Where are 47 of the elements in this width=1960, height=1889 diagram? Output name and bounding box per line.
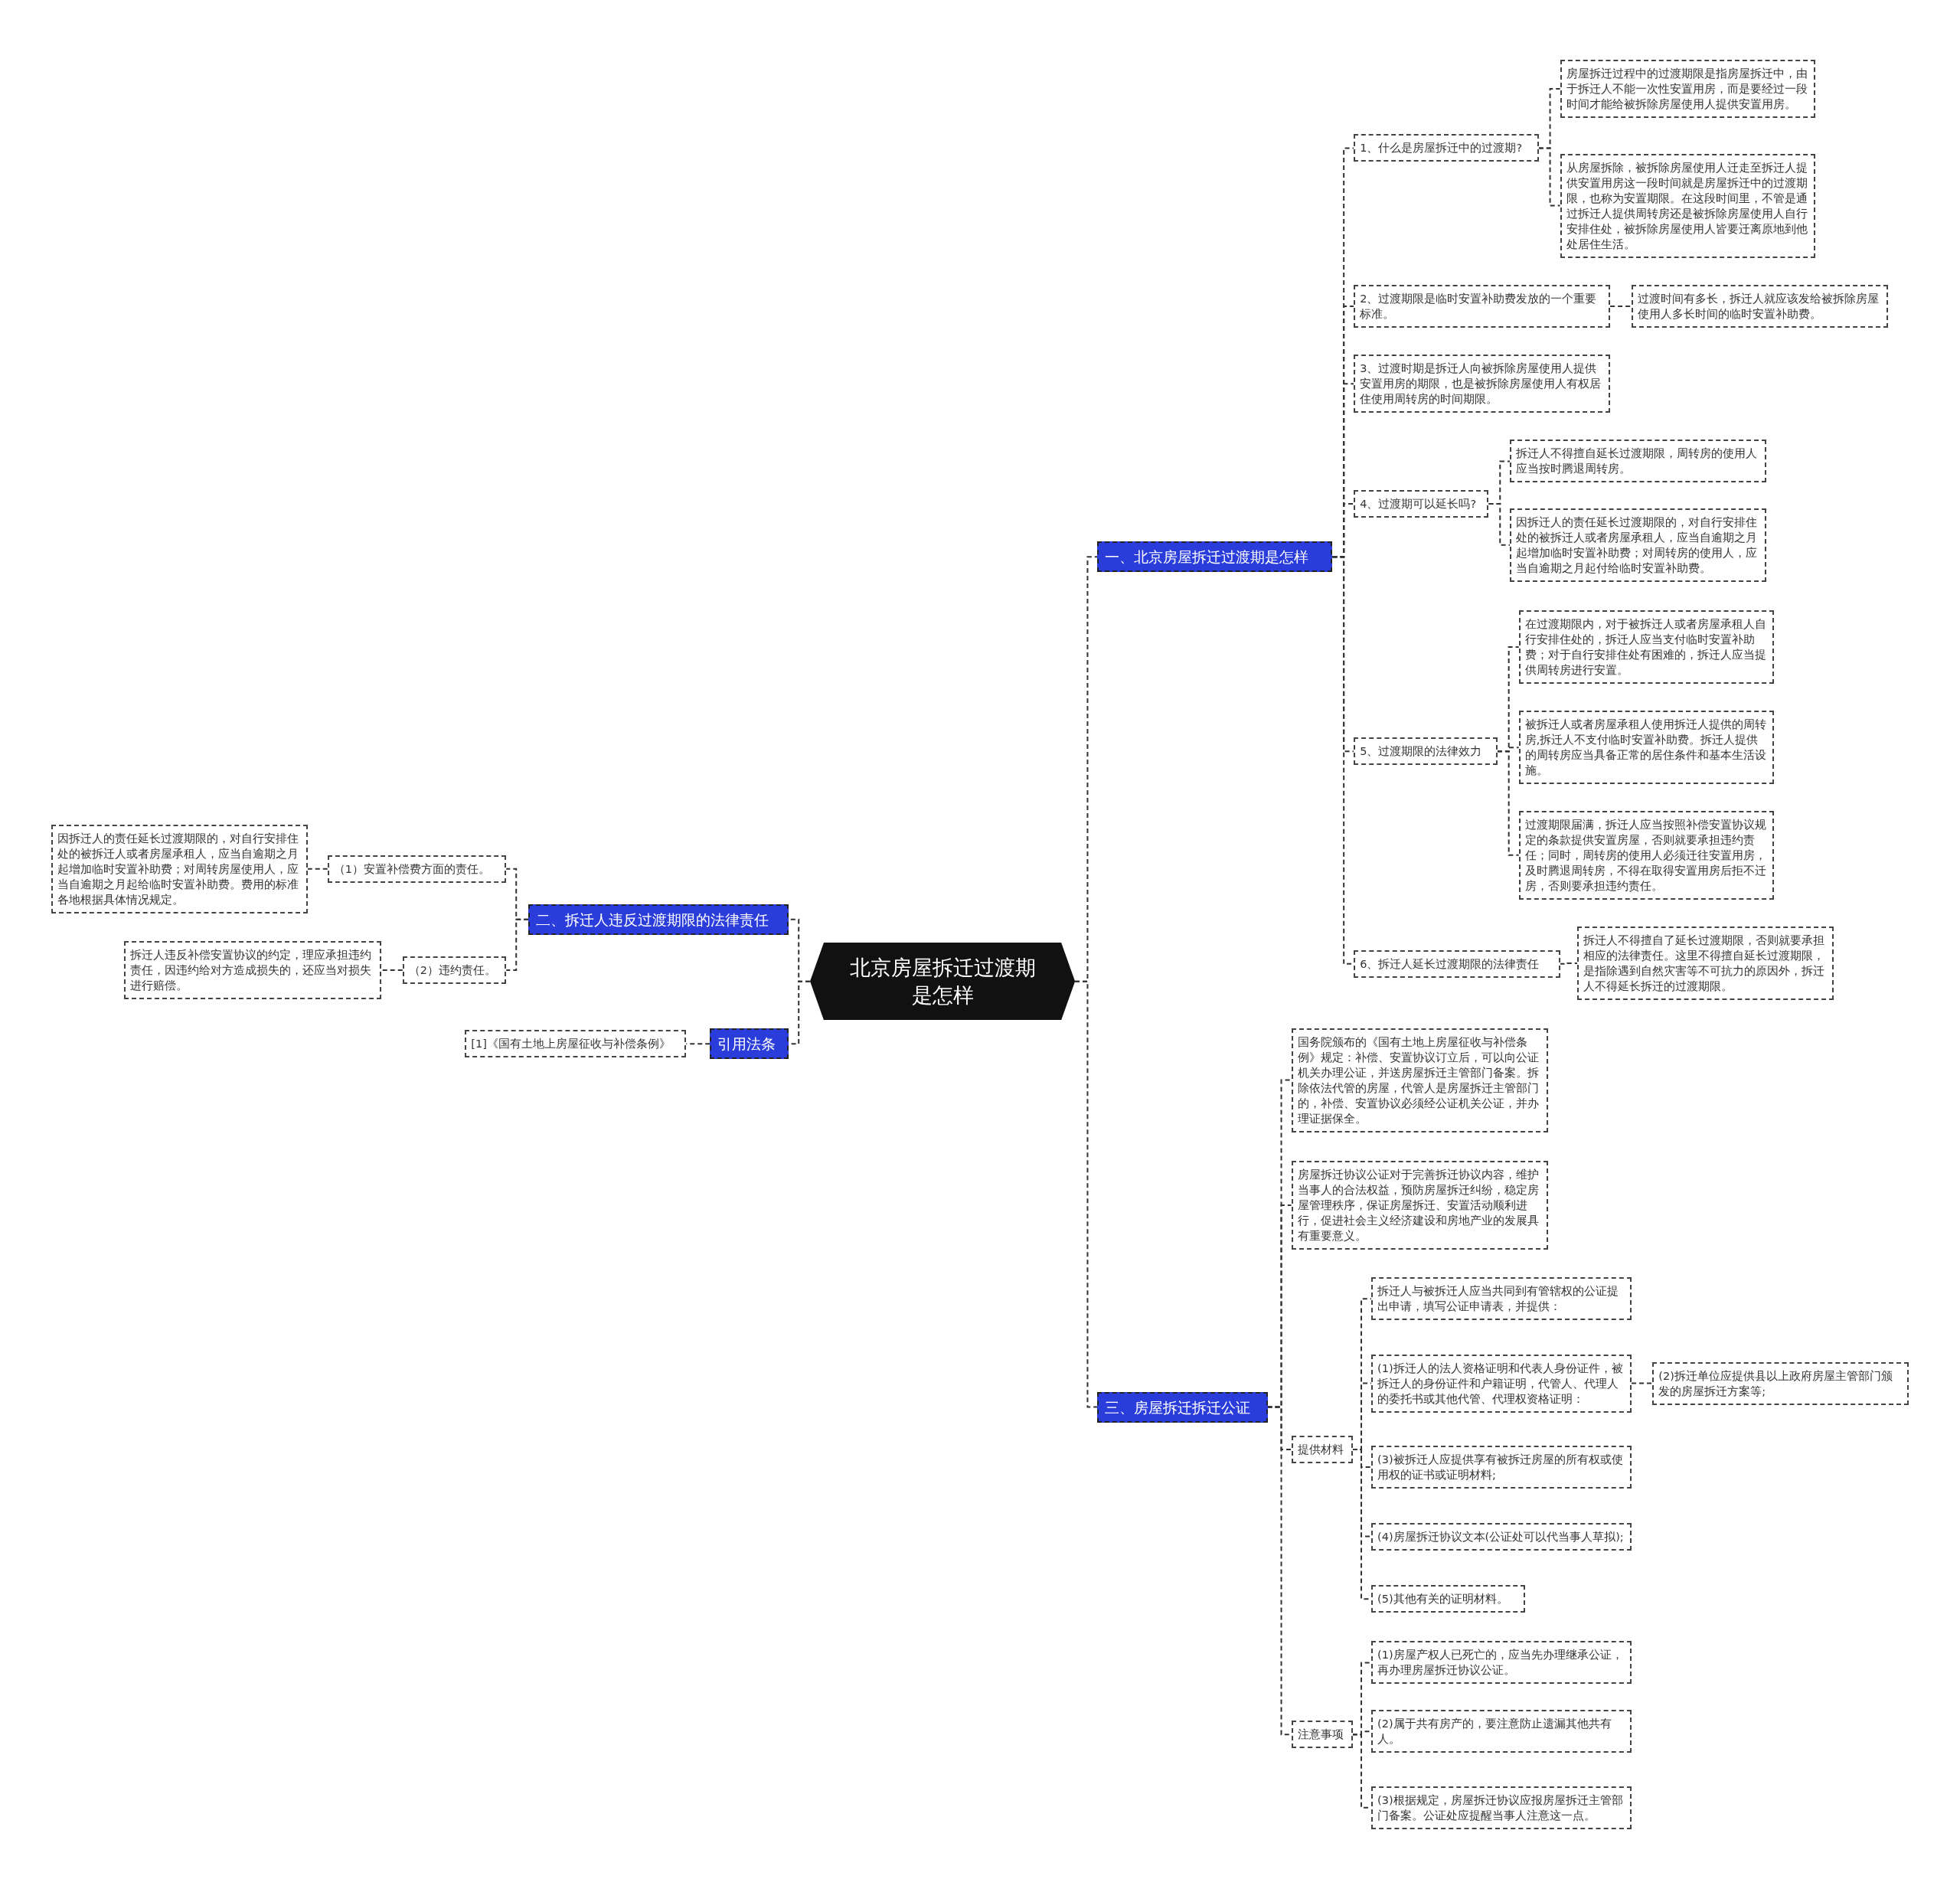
note-box: 6、拆迁人延长过渡期限的法律责任 xyxy=(1354,949,1560,978)
note-box: 拆迁人不得擅自延长过渡期限，周转房的使用人应当按时腾退周转房。 xyxy=(1510,440,1767,483)
note-box: 2、过渡期限是临时安置补助费发放的一个重要标准。 xyxy=(1354,285,1611,328)
note-box: 5、过渡期限的法律效力 xyxy=(1354,737,1498,766)
note-box: (1)拆迁人的法人资格证明和代表人身份证件，被拆迁人的身份证件和户籍证明，代管人、代理人的委托书或其他代管、代理权资格证明： xyxy=(1371,1354,1632,1413)
connector xyxy=(505,918,530,971)
note-box: (3)被拆迁人应提供享有被拆迁房屋的所有权或使用权的证书或证明材料; xyxy=(1371,1445,1632,1489)
note-box: 从房屋拆除，被拆除房屋使用人迁走至拆迁人提供安置用房这一段时间就是房屋拆迁中的过渡期限，也称为安置期限。在这段时间里，不管是通过拆迁人提供周转房还是被拆除房屋使用人自行安排住处，被拆除房屋使用人皆要迁离原地到他处居住生活。 xyxy=(1560,153,1815,258)
note-box: 3、过渡时期是拆迁人向被拆除房屋使用人提供安置用房的期限，也是被拆除房屋使用人有权居住使用周转房的时间期限。 xyxy=(1354,355,1611,413)
branch-topic: 引用法条 xyxy=(710,1028,789,1060)
connector xyxy=(1609,306,1632,307)
note-box: 过渡期限届满，拆迁人应当按照补偿安置协议规定的条款提供安置房屋，否则就要承担违约责任；同时，周转房的使用人必须迁往安置用房，及时腾退周转房，不得在取得安置用房后拒不迁房，否则要承担违约责任。 xyxy=(1518,810,1774,900)
note-box: (3)根据规定，房屋拆迁协议应报房屋拆迁主管部门备案。公证处应提醒当事人注意这一点。 xyxy=(1371,1786,1632,1829)
note-box: 拆迁人不得擅自了延长过渡期限，否则就要承担相应的法律责任。这里不得擅自延长过渡期限，是指除遇到自然灾害等不可抗力的原因外，拆迁人不得延长拆迁的过渡期限。 xyxy=(1577,926,1834,1000)
note-box: [1]《国有土地上房屋征收与补偿条例》 xyxy=(465,1030,687,1058)
central-topic: 北京房屋拆迁过渡期是怎样 xyxy=(809,943,1076,1021)
connector xyxy=(1074,980,1099,1408)
note-box: （2）违约责任。 xyxy=(402,956,507,984)
note-box: 提供材料 xyxy=(1291,1436,1353,1464)
branch-topic: 三、房屋拆迁拆迁公证 xyxy=(1097,1391,1268,1423)
connector xyxy=(1631,1382,1654,1384)
connector xyxy=(1488,502,1511,546)
note-box: 拆迁人违反补偿安置协议的约定，理应承担违约责任，因违约给对方造成损失的，还应当对损失进行赔偿。 xyxy=(123,940,381,999)
note-box: 1、什么是房屋拆迁中的过渡期? xyxy=(1354,134,1539,162)
note-box: 因拆迁人的责任延长过渡期限的，对自行安排住处的被拆迁人或者房屋承租人，应当自逾期之月起增加临时安置补助费；对周转房的使用人，应当自逾期之月起付给临时安置补助费。 xyxy=(1510,508,1767,582)
note-box: （1）安置补偿费方面的责任。 xyxy=(327,855,507,883)
connector xyxy=(1496,750,1520,856)
note-box: (5)其他有关的证明材料。 xyxy=(1371,1585,1525,1613)
connector xyxy=(306,868,328,870)
note-box: 房屋拆迁协议公证对于完善拆迁协议内容，维护当事人的合法权益，预防房屋拆迁纠纷，稳定房屋管理秩序，保证房屋拆迁、安置活动顺利进行，促进社会主义经济建设和房地产业的发展具有重要意义。 xyxy=(1291,1160,1548,1250)
connector xyxy=(1559,962,1579,965)
branch-topic: 一、北京房屋拆迁过渡期是怎样 xyxy=(1097,541,1333,573)
note-box: (1)房屋产权人已死亡的，应当先办理继承公证，再办理房屋拆迁协议公证。 xyxy=(1371,1641,1632,1685)
note-box: 被拆迁人或者房屋承租人使用拆迁人提供的周转房,拆迁人不支付临时安置补助费。拆迁人提供的周转房应当具备正常的居住条件和基本生活设施。 xyxy=(1518,711,1774,785)
note-box: 房屋拆迁过程中的过渡期限是指房屋拆迁中，由于拆迁人不能一次性安置用房，而是要经过一段时间才能给被拆除房屋使用人提供安置用房。 xyxy=(1560,59,1815,118)
note-box: (4)房屋拆迁协议文本(公证处可以代当事人草拟); xyxy=(1371,1522,1632,1551)
note-box: 因拆迁人的责任延长过渡期限的，对自行安排住处的被拆迁人或者房屋承租人，应当自逾期之月起增加临时安置补助费；对周转房屋使用人，应当自逾期之月起给临时安置补助费。费用的标准各地根据具体情况规定。 xyxy=(51,824,308,913)
note-box: 国务院颁布的《国有土地上房屋征收与补偿条例》规定：补偿、安置协议订立后，可以向公证机关办理公证，并送房屋拆迁主管部门备案。拆除依法代管的房屋，代管人是房屋拆迁主管部门的，补偿、安置协议必须经公证机关公证，并办理证据保全。 xyxy=(1291,1028,1548,1132)
branch-topic: 二、拆迁人违反过渡期限的法律责任 xyxy=(528,904,789,935)
connector xyxy=(1537,147,1561,207)
note-box: 4、过渡期可以延长吗? xyxy=(1354,489,1489,518)
note-box: 在过渡期限内，对于被拆迁人或者房屋承租人自行安排住处的，拆迁人应当支付临时安置补助费；对于自行安排住处有困难的，拆迁人应当提供周转房进行安置。 xyxy=(1518,610,1774,684)
note-box: 过渡时间有多长，拆迁人就应该发给被拆除房屋使用人多长时间的临时安置补助费。 xyxy=(1631,285,1888,328)
note-box: 注意事项 xyxy=(1291,1721,1353,1749)
note-box: 拆迁人与被拆迁人应当共同到有管辖权的公证提出申请，填写公证申请表，并提供： xyxy=(1371,1277,1632,1321)
note-box: (2)属于共有房产的，要注意防止遗漏其他共有人。 xyxy=(1371,1710,1632,1753)
note-box: (2)拆迁单位应提供县以上政府房屋主管部门颁发的房屋拆迁方案等; xyxy=(1652,1361,1909,1405)
